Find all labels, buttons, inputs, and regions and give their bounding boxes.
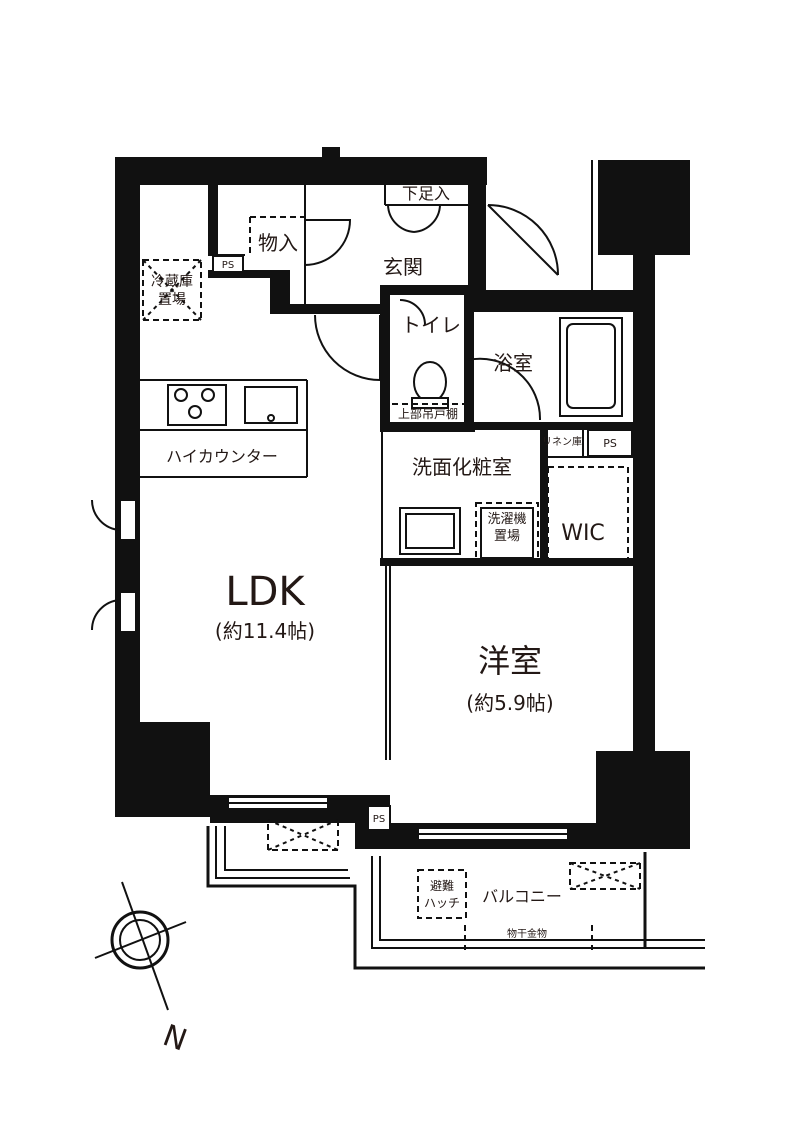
entrance-label: 玄関	[383, 255, 423, 279]
room-labels: LDK (約11.4帖) 洋室 (約5.9帖) 玄関 物入 下足入 トイレ 上部…	[151, 184, 605, 940]
ps-label-2: PS	[603, 437, 617, 450]
upper-shelf-label: 上部吊戸棚	[398, 406, 458, 421]
storage-label: 物入	[258, 231, 298, 255]
bath-label: 浴室	[493, 351, 533, 375]
hatch-label-line2: ハッチ	[424, 896, 460, 910]
kitchen-fixtures	[142, 259, 298, 426]
ps-labels: PS PS PS	[212, 255, 633, 831]
western-room-label: 洋室	[478, 642, 542, 680]
toilet-label: トイレ	[401, 313, 461, 337]
high-counter-label: ハイカウンター	[166, 447, 278, 466]
ps-label-1: PS	[222, 260, 234, 271]
door-swings	[90, 204, 559, 631]
ldk-label: LDK	[225, 569, 306, 615]
compass-north-label: N	[158, 1018, 191, 1059]
balcony	[206, 819, 705, 970]
windows	[119, 499, 569, 841]
ldk-size-label: (約11.4帖)	[215, 619, 315, 643]
fridge-label-line2: 置場	[158, 292, 186, 308]
shoe-box-label: 下足入	[402, 184, 450, 203]
washer-label-line1: 洗濯機	[487, 512, 526, 527]
washer-label-line2: 置場	[494, 529, 520, 544]
ps-label-3: PS	[373, 814, 385, 825]
clothes-rack-label: 物干金物	[507, 927, 547, 940]
western-room-size-label: (約5.9帖)	[466, 691, 553, 715]
wic-label: WIC	[561, 521, 605, 546]
washroom-label: 洗面化粧室	[412, 455, 512, 479]
balcony-label: バルコニー	[482, 887, 562, 906]
fridge-label-line1: 冷蔵庫	[151, 273, 193, 290]
hatch-label-line1: 避難	[430, 878, 454, 893]
bath-fixtures	[249, 216, 629, 566]
compass	[94, 881, 187, 1011]
outer-walls	[115, 147, 690, 849]
linen-label: リネン庫	[542, 435, 582, 448]
